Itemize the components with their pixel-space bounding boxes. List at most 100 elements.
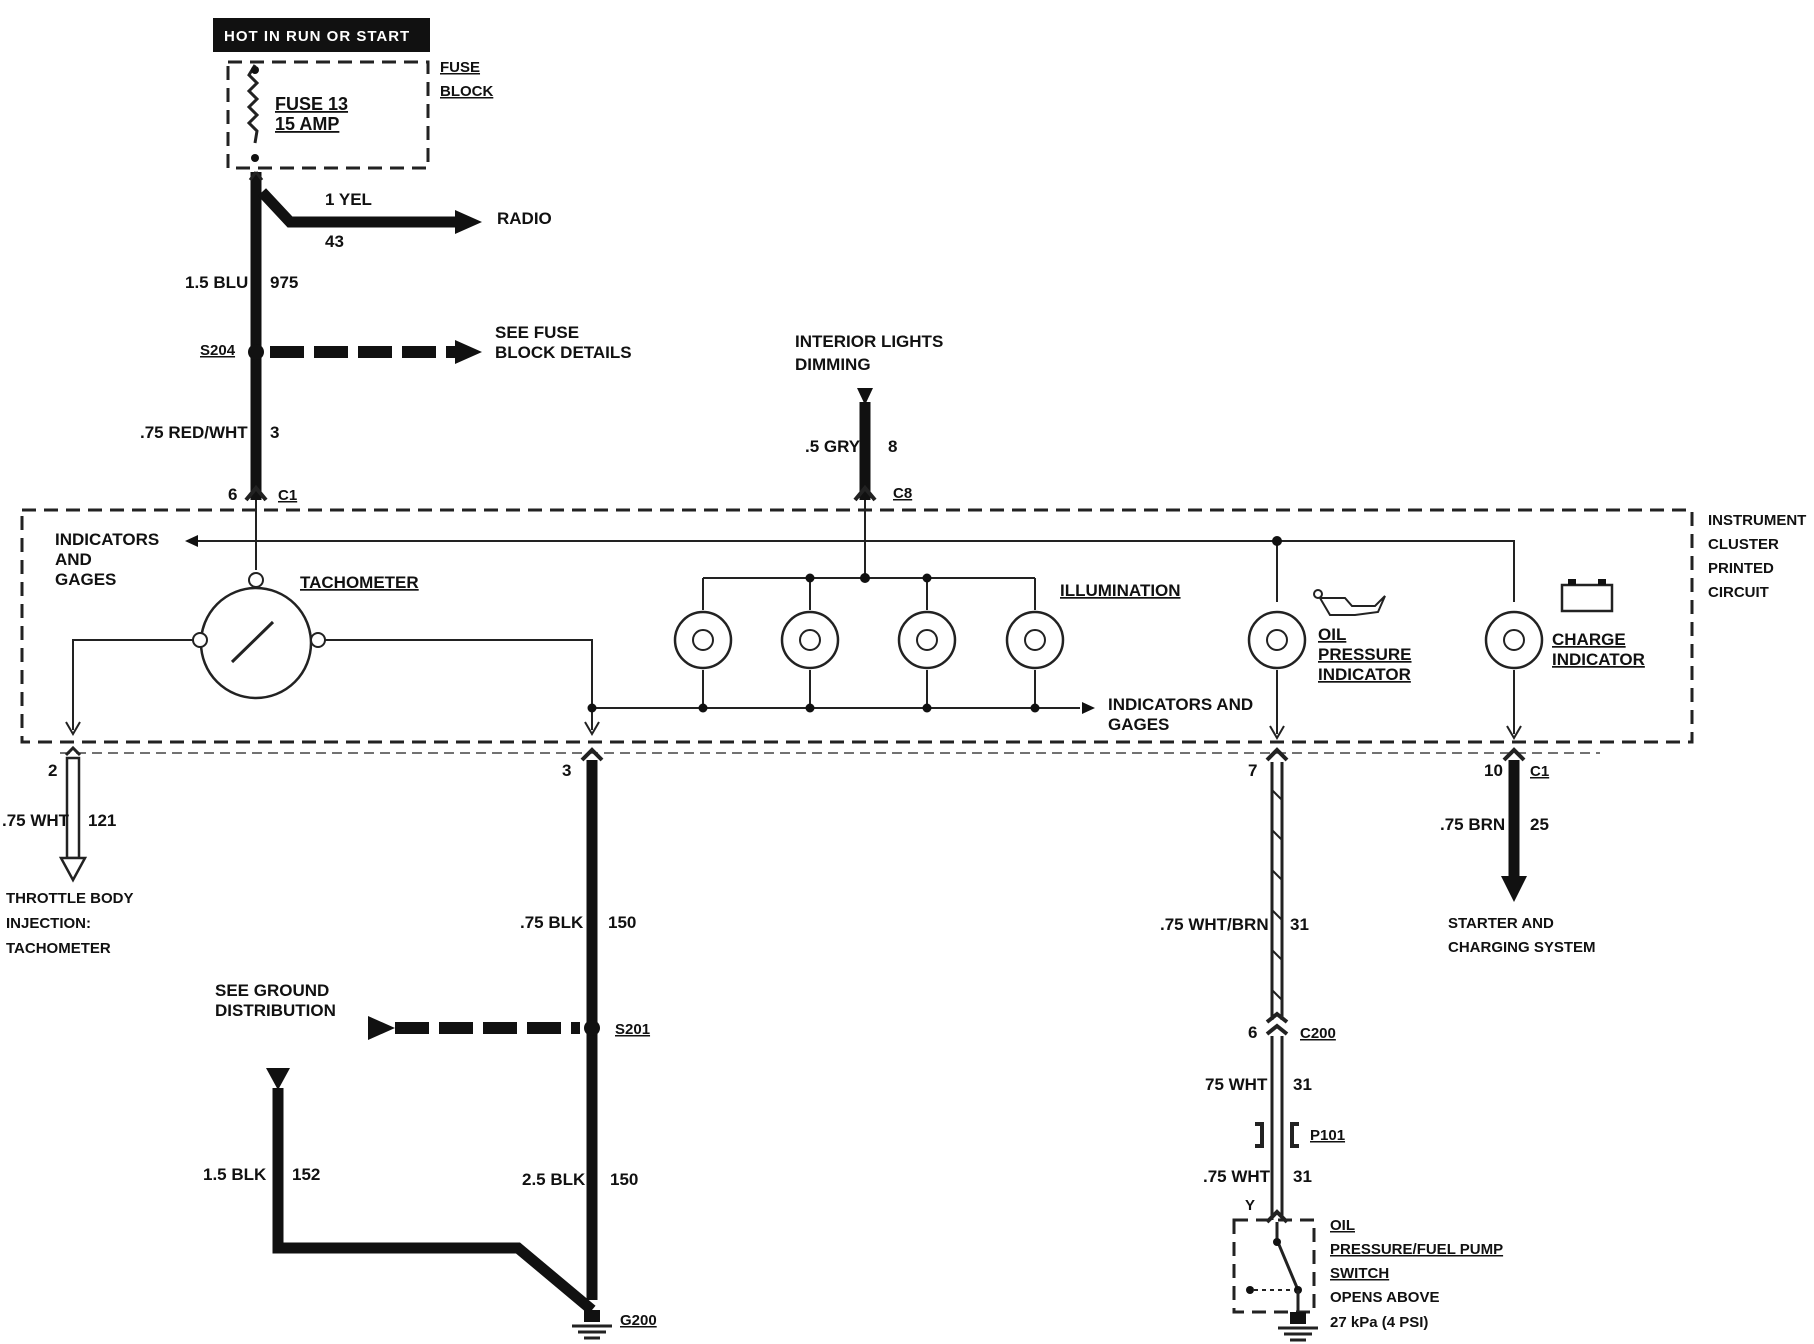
indicators-left-3: GAGES bbox=[55, 570, 116, 589]
oil-switch-ground-symbol bbox=[1278, 1312, 1318, 1342]
oil-switch-2: PRESSURE/FUEL PUMP bbox=[1330, 1241, 1503, 1258]
illumination-bulb-2 bbox=[780, 573, 840, 713]
pin2-number: 2 bbox=[48, 761, 57, 780]
pin2-dest-1: THROTTLE BODY bbox=[6, 890, 134, 907]
dimming-title-1: INTERIOR LIGHTS bbox=[795, 332, 943, 351]
p101-terminal: Y bbox=[1245, 1197, 1255, 1214]
dimming-title-2: DIMMING bbox=[795, 355, 871, 374]
pin3-circuit: 150 bbox=[608, 913, 636, 932]
ground-152-wire bbox=[272, 1088, 596, 1315]
pin10-arrow bbox=[1501, 876, 1527, 902]
p101-circuit: 31 bbox=[1293, 1167, 1312, 1186]
fuse-terminal-bottom bbox=[251, 154, 259, 162]
pin2-arrow bbox=[58, 856, 88, 883]
pin7-wire-label: .75 WHT/BRN bbox=[1160, 915, 1269, 934]
charge-bulb bbox=[1484, 610, 1544, 740]
indicators-left-2: AND bbox=[55, 550, 92, 569]
ground-left-circuit: 152 bbox=[292, 1165, 320, 1184]
c200-name: C200 bbox=[1300, 1025, 1336, 1042]
pin7-wire bbox=[1270, 762, 1284, 1020]
pin2-circuit: 121 bbox=[88, 811, 116, 830]
tach-terminal bbox=[248, 572, 264, 588]
fuse-rating: 15 AMP bbox=[275, 114, 339, 134]
feed-circuit: 975 bbox=[270, 273, 298, 292]
illumination-bulb-1 bbox=[673, 578, 733, 713]
feed-wire-label: 1.5 BLU bbox=[185, 273, 248, 292]
pin7-circuit: 31 bbox=[1290, 915, 1309, 934]
cluster-title-3: PRINTED bbox=[1708, 560, 1774, 577]
pin3-wire-label: .75 BLK bbox=[520, 913, 584, 932]
illumination-label: ILLUMINATION bbox=[1060, 581, 1181, 600]
oil-switch-4: OPENS ABOVE bbox=[1330, 1289, 1439, 1306]
p101-bracket-left bbox=[1255, 1122, 1264, 1148]
ground-right-wire: 2.5 BLK bbox=[522, 1170, 586, 1189]
oil-indicator-2: PRESSURE bbox=[1318, 645, 1412, 664]
dimming-arrow bbox=[857, 388, 873, 405]
c200-circuit: 31 bbox=[1293, 1075, 1312, 1094]
ground-dist-arrow bbox=[368, 1016, 395, 1040]
c200-wire bbox=[1270, 1036, 1284, 1220]
fuse-symbol bbox=[246, 64, 260, 144]
s204-arrow bbox=[455, 340, 482, 364]
radio-arrow bbox=[455, 210, 482, 234]
pin10-connector: C1 bbox=[1530, 763, 1549, 780]
cluster-top-bus bbox=[190, 540, 1515, 602]
fuse-terminal-top bbox=[251, 66, 259, 74]
p101-bracket-right bbox=[1290, 1122, 1299, 1148]
oil-switch-1: OIL bbox=[1330, 1217, 1355, 1234]
oil-switch-5: 27 kPa (4 PSI) bbox=[1330, 1314, 1428, 1331]
ground-152-arrow bbox=[266, 1068, 290, 1090]
dimming-connector: C8 bbox=[893, 485, 912, 502]
indicators-left-1: INDICATORS bbox=[55, 530, 159, 549]
oil-indicator-3: INDICATOR bbox=[1318, 665, 1411, 684]
ground-dist-1: SEE GROUND bbox=[215, 981, 329, 1000]
pin10-wire-label: .75 BRN bbox=[1440, 815, 1505, 834]
charge-indicator-1: CHARGE bbox=[1552, 630, 1626, 649]
c200-wire-label: 75 WHT bbox=[1205, 1075, 1268, 1094]
ground-right-circuit: 150 bbox=[610, 1170, 638, 1189]
cluster-title-4: CIRCUIT bbox=[1708, 584, 1769, 601]
fuse-block-title-2: BLOCK bbox=[440, 83, 493, 100]
s204-dest-1: SEE FUSE bbox=[495, 323, 579, 342]
c1-top-pin: 6 bbox=[228, 485, 237, 504]
pin7-number: 7 bbox=[1248, 761, 1257, 780]
illumination-bulb-3 bbox=[897, 573, 957, 713]
charge-indicator-2: INDICATOR bbox=[1552, 650, 1645, 669]
splice-s201 bbox=[584, 1020, 600, 1036]
pin2-dest-3: TACHOMETER bbox=[6, 940, 111, 957]
cluster-title-1: INSTRUMENT bbox=[1708, 512, 1806, 529]
splice-s204 bbox=[248, 344, 264, 360]
pin3-number: 3 bbox=[562, 761, 571, 780]
pin2-wire bbox=[65, 756, 81, 860]
radio-circuit: 43 bbox=[325, 232, 344, 251]
oil-switch-contacts bbox=[1246, 1222, 1302, 1312]
radio-wire bbox=[257, 188, 455, 228]
pin10-dest-2: CHARGING SYSTEM bbox=[1448, 939, 1596, 956]
radio-dest: RADIO bbox=[497, 209, 552, 228]
battery-icon bbox=[1560, 579, 1614, 613]
header-badge bbox=[213, 18, 430, 52]
radio-wire-label: 1 YEL bbox=[325, 190, 372, 209]
indicators-right-2: GAGES bbox=[1108, 715, 1169, 734]
red-circuit: 3 bbox=[270, 423, 279, 442]
fuse-name: FUSE 13 bbox=[275, 94, 348, 114]
dimming-circuit: 8 bbox=[888, 437, 897, 456]
s204-dest-2: BLOCK DETAILS bbox=[495, 343, 632, 362]
ground-g200-label: G200 bbox=[620, 1312, 657, 1329]
oil-switch-box bbox=[1232, 1218, 1316, 1314]
pin10-circuit: 25 bbox=[1530, 815, 1549, 834]
splice-s201-label: S201 bbox=[615, 1021, 650, 1038]
c1-top-name: C1 bbox=[278, 487, 297, 504]
oil-pressure-bulb bbox=[1247, 610, 1307, 740]
ground-g200-symbol bbox=[572, 1310, 612, 1340]
pin10-number: 10 bbox=[1484, 761, 1503, 780]
ground-left-wire: 1.5 BLK bbox=[203, 1165, 267, 1184]
cluster-title-2: CLUSTER bbox=[1708, 536, 1779, 553]
oil-switch-3: SWITCH bbox=[1330, 1265, 1389, 1282]
c200-pin: 6 bbox=[1248, 1023, 1257, 1042]
header-badge-text: HOT IN RUN OR START bbox=[224, 28, 410, 45]
fuse-block-title-1: FUSE bbox=[440, 59, 480, 76]
indicators-right-1: INDICATORS AND bbox=[1108, 695, 1253, 714]
splice-s204-label: S204 bbox=[200, 342, 236, 359]
